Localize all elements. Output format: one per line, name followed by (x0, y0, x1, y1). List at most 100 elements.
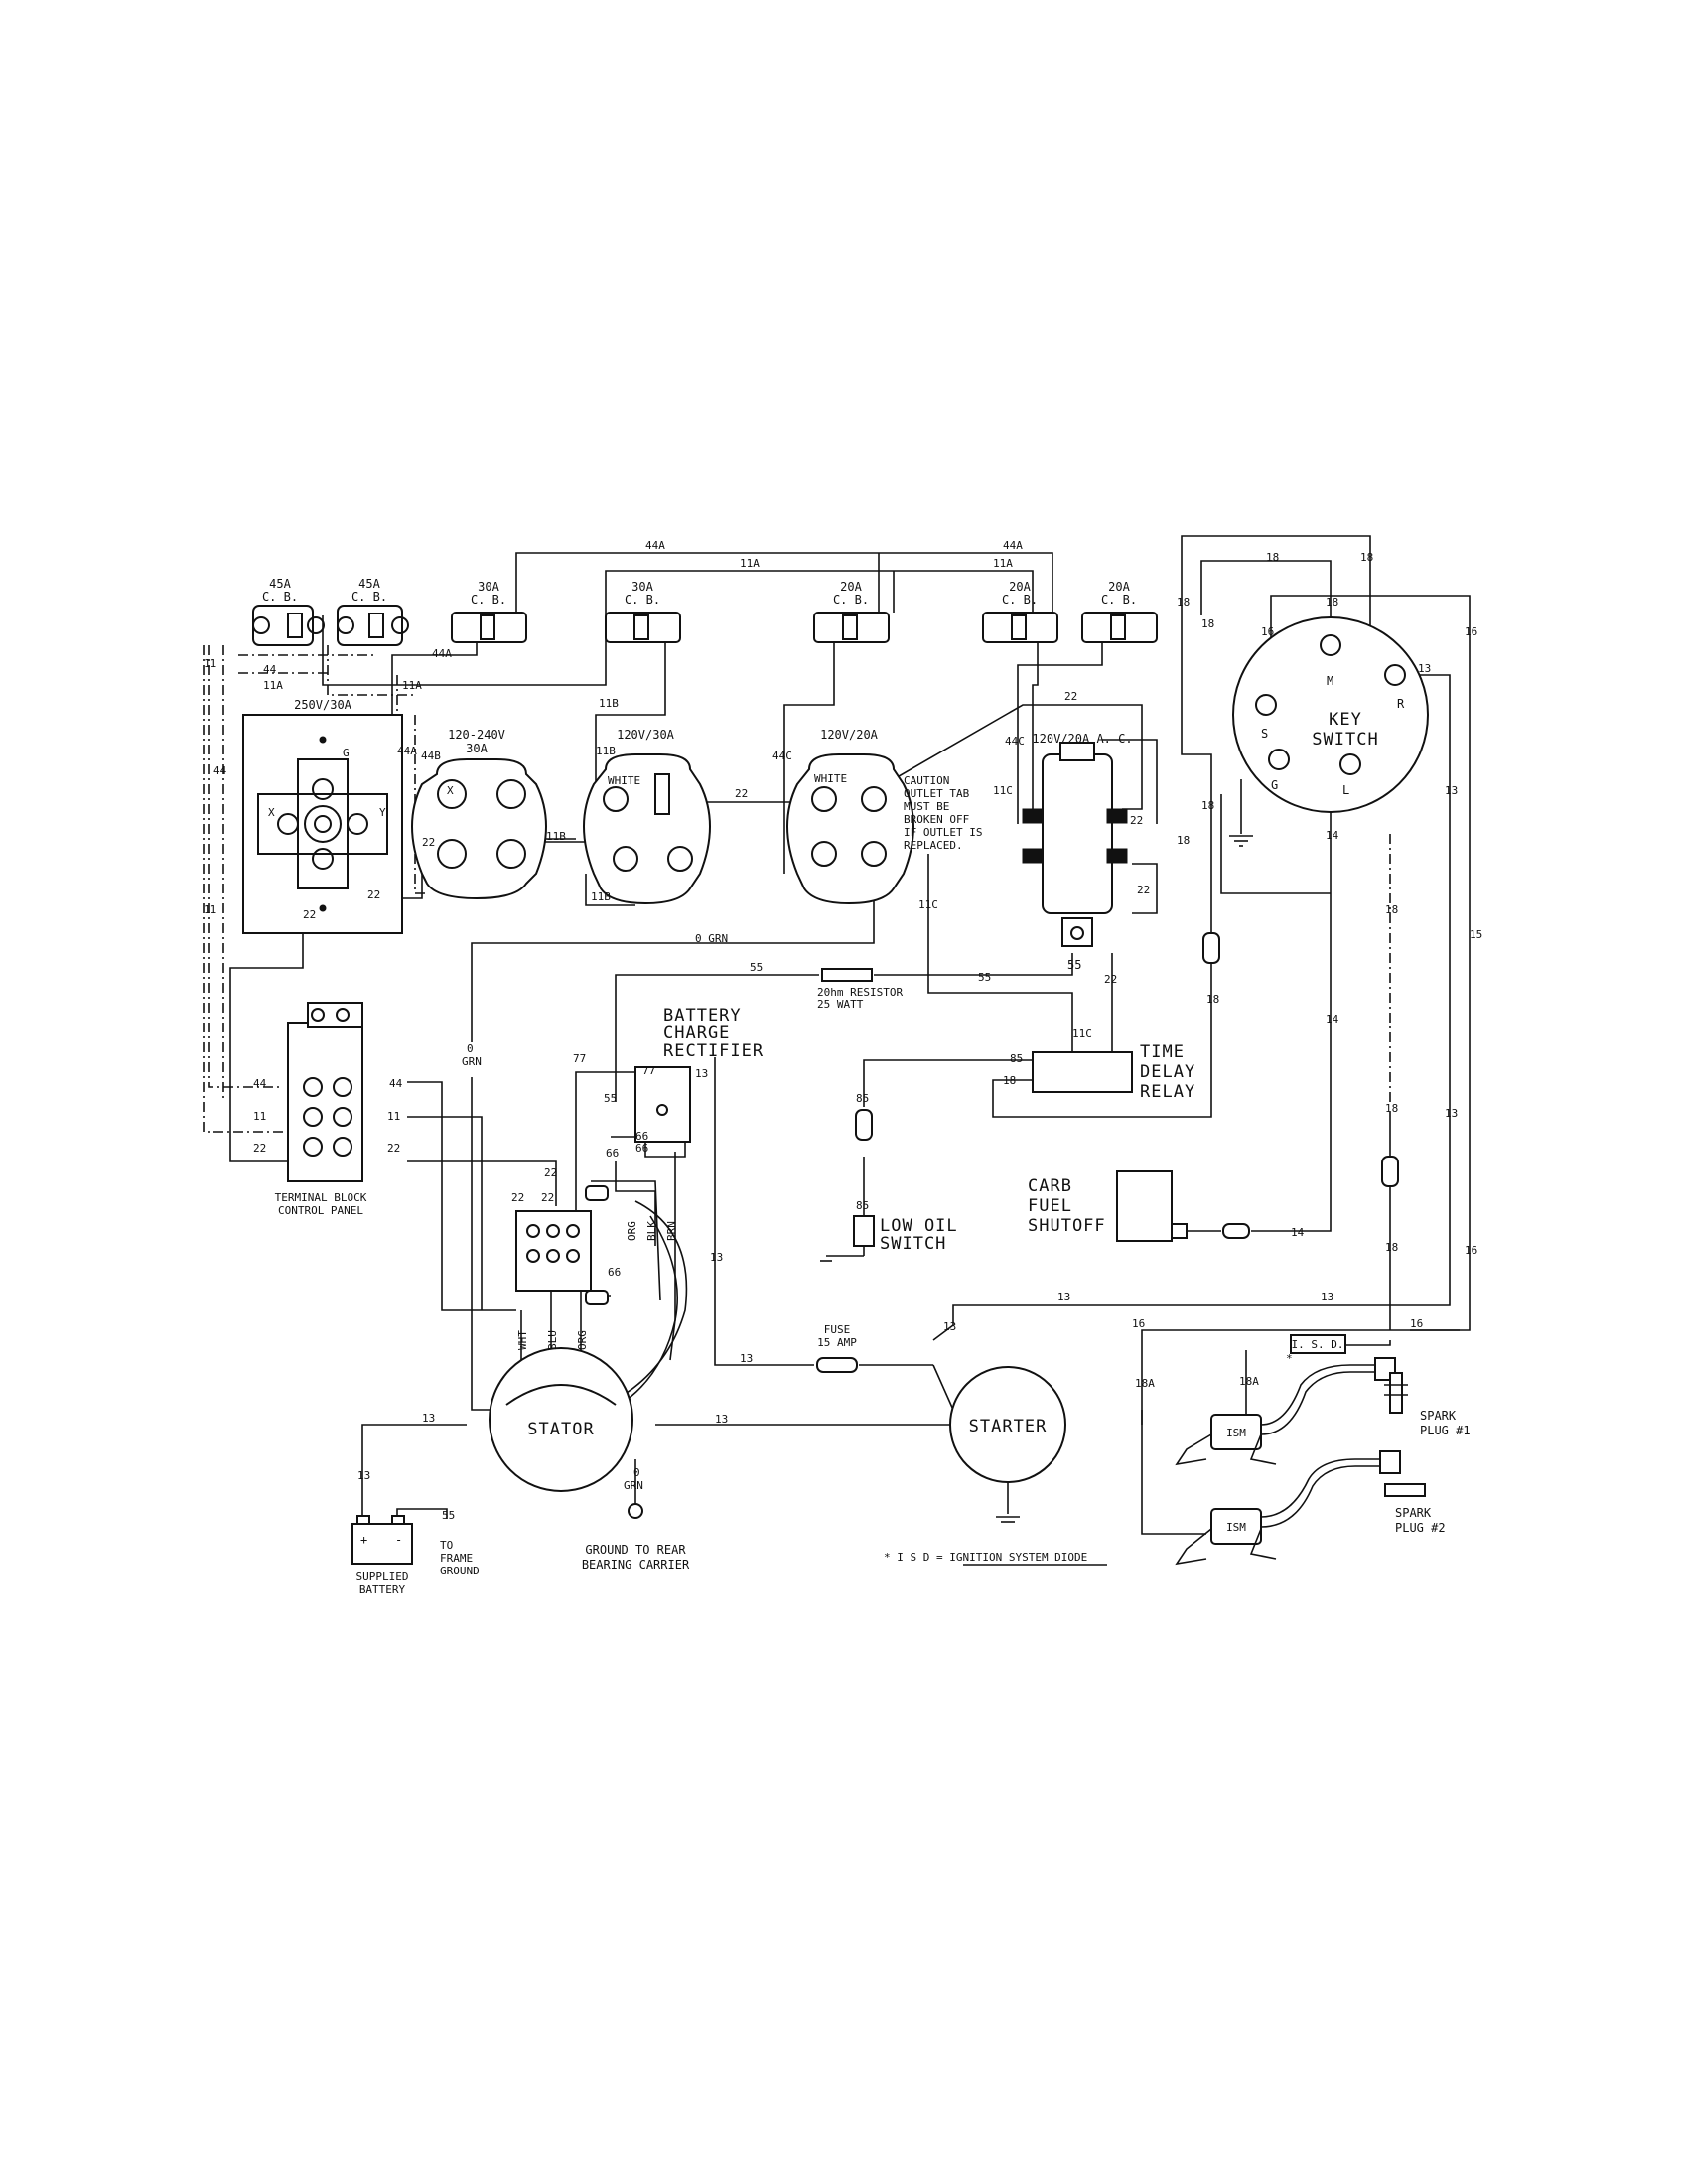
wire-label: 44A (432, 647, 452, 660)
wire-11c-relay (927, 854, 1073, 1052)
fuse-label-1: FUSE (824, 1323, 851, 1336)
wire-11b-loop (585, 874, 635, 906)
wire-label: 11A (402, 679, 422, 692)
wire-13-battery (361, 1424, 467, 1524)
wire-44a-bus (515, 552, 1053, 613)
breaker-type: C. B. (262, 590, 298, 604)
wire-label: 18 (1201, 617, 1214, 630)
key-switch-title-2: SWITCH (1312, 730, 1378, 750)
wire-label: 85 (856, 1199, 869, 1212)
caution-line: MUST BE (904, 800, 949, 813)
breaker-rating: 20A (1108, 580, 1130, 594)
wire-label: 18 (1206, 993, 1219, 1006)
rect-lead-blk: BLK (645, 1221, 658, 1241)
wire-16 (1141, 595, 1471, 1425)
caution-line: OUTLET TAB (904, 787, 970, 800)
battery-charge-rectifier: BATTERY CHARGE RECTIFIER (634, 1006, 763, 1143)
caution-line: CAUTION (904, 774, 949, 787)
white-terminal-label: WHITE (608, 774, 640, 787)
wire-label: 13 (943, 1320, 956, 1333)
wire-18a-2 (1141, 1410, 1206, 1535)
terminal-l: L (1342, 783, 1349, 797)
wire-label: 18 (1266, 551, 1279, 564)
wire-label: 55 (442, 1509, 455, 1522)
terminal-s: S (1261, 727, 1268, 741)
breaker-20a-2: 20A C. B. (982, 580, 1058, 643)
breaker-type: C. B. (833, 593, 869, 607)
wire-label: 85 (856, 1092, 869, 1105)
terminal-block-label-1: TERMINAL BLOCK (275, 1191, 367, 1204)
breaker-type: C. B. (351, 590, 387, 604)
battery-plus: + (360, 1533, 367, 1547)
spark-plug-1-label-2: PLUG #1 (1420, 1424, 1471, 1437)
wire-label: 11A (740, 557, 760, 570)
wire-22-e (1102, 739, 1158, 824)
breaker-rating: 30A (478, 580, 499, 594)
outlet-label-line1: 120-240V (448, 728, 505, 742)
breaker-rating: 30A (632, 580, 653, 594)
isd-box (1290, 1334, 1346, 1354)
fuse: FUSE 15 AMP (816, 1323, 858, 1373)
wire-label: 55 (978, 971, 991, 984)
resistor: 20hm RESISTOR 25 WATT (817, 968, 903, 1011)
rect-lead-brn: BRN (665, 1221, 678, 1241)
wire-label: 66 (606, 1147, 619, 1160)
wire-label: 13 (1445, 784, 1458, 797)
isd-asterisk: * (1286, 1352, 1293, 1365)
wire-label: 13 (1321, 1291, 1333, 1303)
terminal-y-label: Y (379, 806, 386, 819)
wire-11c-b (1017, 635, 1103, 824)
rect-lead-org: ORG (626, 1221, 638, 1241)
wire-label: 44B (421, 750, 441, 762)
wire-label: 0 GRN (695, 932, 728, 945)
wire-13-fuse-b (932, 1364, 954, 1411)
wire-label: 44C (1005, 735, 1025, 748)
wire-label: 44C (772, 750, 792, 762)
outlet-label: 250V/30A (294, 698, 352, 712)
breaker-type: C. B. (1002, 593, 1038, 607)
wire-label: GRN (624, 1479, 643, 1492)
wire-label: 22 (303, 908, 316, 921)
breaker-30a-1: 30A C. B. (451, 580, 527, 643)
wire-label: 22 (1104, 973, 1117, 986)
wire-label: 44 (213, 764, 227, 777)
wire-label: 11C (1072, 1027, 1092, 1040)
wire-18-relay (992, 963, 1212, 1118)
terminal-block: TERMINAL BLOCK CONTROL PANEL (275, 1002, 367, 1217)
wire-label: 16 (1410, 1317, 1423, 1330)
terminal-g: G (1271, 778, 1278, 792)
wire-labels: 44A 44A 11A 11A 44A 44 11A 11A 11B 11B 1… (204, 539, 1482, 1522)
terminal-x-label: X (447, 784, 454, 797)
terminal-g-label: G (343, 747, 350, 759)
wire-label: 11B (596, 745, 616, 757)
wire-label: 11C (918, 898, 938, 911)
key-switch-title-1: KEY (1329, 710, 1362, 730)
starter: STARTER (949, 1366, 1066, 1523)
caution-line: BROKEN OFF (904, 813, 969, 826)
inline-connectors: I. S. D. * (1202, 932, 1399, 1365)
wire-label: 18 (1177, 596, 1190, 609)
wire-55-label: 55 (1067, 958, 1081, 972)
wire-label: 22 (541, 1191, 554, 1204)
wire-44-stator (407, 1081, 516, 1311)
wire-label: 11 (204, 657, 216, 670)
stator: STATOR WHT BLU ORG ORG BLK BRN (489, 1221, 678, 1492)
coil-2-label: ISM (1226, 1521, 1246, 1534)
resistor-label-1: 20hm RESISTOR (817, 986, 903, 999)
outlet-120v-30a: 120V/30A WHITE (583, 728, 711, 905)
wire-label: 13 (1418, 662, 1431, 675)
rectifier-label-2: CHARGE (663, 1024, 730, 1043)
resistor-label-2: 25 WATT (817, 998, 864, 1011)
wire-0-grn (471, 874, 875, 1042)
supplied-battery: + - SUPPLIED BATTERY TO FRAME GROUND (351, 1515, 480, 1596)
wire-85 (863, 1059, 1033, 1107)
wire-label: 22 (1137, 884, 1150, 896)
wire-label: 22 (735, 787, 748, 800)
wire-label: 13 (1445, 1107, 1458, 1120)
wire-label: 22 (544, 1166, 557, 1179)
wire-orn (591, 1180, 661, 1301)
wire-22-stator (407, 1160, 557, 1206)
wire-label: 11A (263, 679, 283, 692)
isd-note-text: * I S D = IGNITION SYSTEM DIODE (884, 1551, 1087, 1564)
